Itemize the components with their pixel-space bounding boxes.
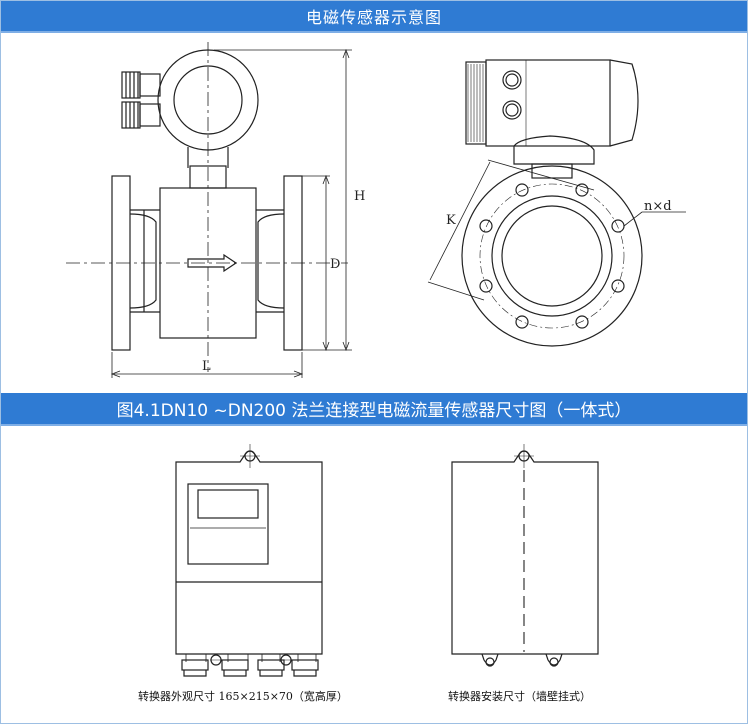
sensor-front-view: H D L [66, 42, 365, 378]
label-bolts: n×d [644, 199, 672, 214]
housing-front-cap [609, 59, 639, 147]
mounting-plate-outline [451, 450, 599, 655]
converter-dimensions-caption: 转换器外观尺寸 165×215×70（宽高厚） [138, 689, 348, 703]
cable-gland-lower [121, 101, 161, 129]
head-inner-circle [173, 65, 243, 135]
bolt-hole [575, 183, 589, 197]
dimension-line-K [429, 161, 491, 281]
flange-inner-circle [501, 205, 603, 307]
flow-arrow [187, 253, 238, 273]
label-H: H [354, 189, 365, 204]
bolt-hole [611, 219, 625, 233]
label-D: D [330, 257, 340, 272]
caption-banner-underline [1, 424, 747, 426]
side-neck [513, 135, 595, 165]
bolt-hole [611, 279, 625, 293]
bolt-hole [575, 315, 589, 329]
cable-gland-row [181, 654, 319, 677]
label-K: K [446, 213, 456, 228]
figure-caption: 图4.1DN10 ~DN200 法兰连接型电磁流量传感器尺寸图（一体式） [116, 401, 632, 421]
cable-gland-upper [121, 71, 161, 99]
bottom-tab-right [545, 653, 563, 666]
converter-outline [175, 450, 323, 655]
housing-side [485, 59, 611, 147]
bolt-hole [479, 219, 493, 233]
converter-front-view: 转换器外观尺寸 165×215×70（宽高厚） [138, 444, 348, 703]
bottom-tab-left [481, 653, 499, 666]
flange-outer-circle [461, 165, 643, 347]
bolt-hole [515, 183, 529, 197]
sensor-side-view: K n×d [427, 59, 686, 347]
flange-bore-circle [491, 195, 613, 317]
top-title: 电磁传感器示意图 [305, 8, 442, 27]
bolt-circle [479, 183, 625, 329]
display-window [187, 483, 269, 565]
figure-caption-banner: 图4.1DN10 ~DN200 法兰连接型电磁流量传感器尺寸图（一体式） [1, 393, 747, 424]
gland-hole-upper [502, 70, 522, 90]
lcd-screen [197, 489, 259, 519]
mounting-caption: 转换器安装尺寸（墙壁挂式） [448, 689, 591, 703]
housing-end-cap [465, 61, 487, 145]
top-banner-underline [1, 31, 747, 33]
label-L: L [202, 359, 211, 374]
top-title-banner: 电磁传感器示意图 [1, 1, 747, 31]
gland-hole-lower [502, 100, 522, 120]
converter-back-view: 转换器安装尺寸（墙壁挂式） [448, 444, 599, 703]
bolt-hole [479, 279, 493, 293]
bolt-hole [515, 315, 529, 329]
